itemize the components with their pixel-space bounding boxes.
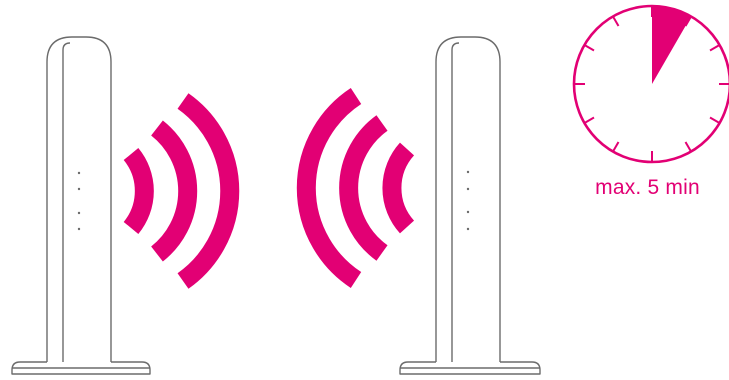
timer-elapsed-sector [652, 6, 691, 84]
right-router-body [436, 37, 500, 362]
left-signal-wave-2 [157, 128, 188, 254]
left-router [12, 37, 150, 374]
right-signal-wave-1 [392, 149, 407, 227]
left-router-led-3 [78, 212, 80, 214]
left-router-body [47, 37, 111, 362]
timer-tick-6 [686, 142, 692, 152]
left-signal-wave-1 [131, 154, 144, 228]
right-router-inner-edge [452, 43, 459, 362]
left-router-inner-edge [63, 43, 70, 362]
right-router-led-1 [467, 171, 469, 173]
left-router-led-1 [78, 172, 80, 174]
timer-tick-8 [613, 142, 619, 152]
left-router-led-2 [78, 188, 80, 190]
timer-tick-11 [585, 45, 595, 51]
timer-tick-5 [710, 118, 720, 124]
timer-clock-face [574, 6, 729, 162]
right-router [400, 37, 540, 374]
timer-tick-3 [710, 45, 720, 51]
right-router-status-leds [467, 171, 469, 230]
right-signal-wave-2 [349, 123, 382, 253]
right-router-led-3 [467, 211, 469, 213]
left-router-led-4 [78, 228, 80, 230]
timer-tick-9 [585, 118, 595, 124]
right-router-led-4 [467, 228, 469, 230]
right-router-signal [306, 96, 407, 280]
timer-caption: max. 5 min [560, 176, 729, 200]
timer-tick-12 [613, 17, 619, 27]
left-router-signal [131, 101, 230, 281]
timer-clock [574, 6, 729, 162]
right-router-led-2 [467, 188, 469, 190]
left-router-status-leds [78, 172, 80, 230]
